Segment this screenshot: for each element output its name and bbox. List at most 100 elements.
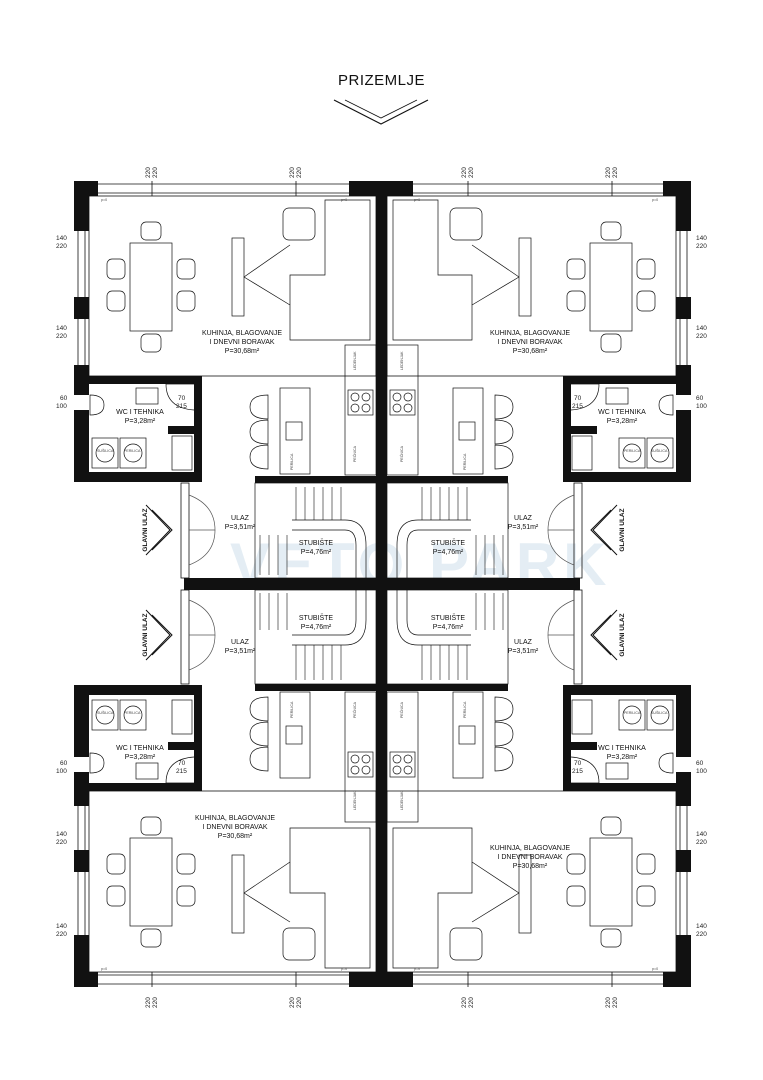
living-label-br: KUHINJA, BLAGOVANJE — [490, 845, 570, 852]
kitchen-units — [249, 344, 514, 823]
dim-l6a: 140 — [56, 923, 67, 930]
dim-bot-4a: 220 — [605, 997, 612, 1008]
stairs-label-tr: STUBIŠTE — [431, 538, 466, 547]
dim-l4b: 100 — [56, 768, 67, 775]
thr-2: p=0 — [341, 198, 347, 202]
wc-label-br: WC I TEHNIKA — [598, 745, 646, 752]
chair — [176, 885, 196, 907]
stairs — [254, 482, 509, 685]
chair — [636, 290, 656, 312]
oven-tl: PEĆNICA — [352, 445, 357, 462]
entry-label-br: ULAZ — [514, 639, 533, 646]
chair — [636, 885, 656, 907]
dim-top-2b: 220 — [296, 167, 303, 178]
main-entry-tl: GLAVNI ULAZ — [142, 508, 149, 551]
door-bl-215: 215 — [176, 768, 187, 775]
chair — [566, 853, 586, 875]
wc-label-bl: WC I TEHNIKA — [116, 745, 164, 752]
title-chevron-inner — [344, 99, 418, 119]
dim-l5a: 140 — [56, 831, 67, 838]
living-sub-tr: I DNEVNI BORAVAK — [497, 339, 562, 346]
door-tl-70: 70 — [178, 395, 186, 402]
chair — [140, 928, 162, 948]
chair — [566, 885, 586, 907]
stairs-label-br: STUBIŠTE — [431, 613, 466, 622]
chair — [140, 333, 162, 353]
stairs-area-tr: P=4,76m² — [433, 549, 464, 556]
living-label-bl: KUHINJA, BLAGOVANJE — [195, 815, 275, 822]
living-sub-tl: I DNEVNI BORAVAK — [209, 339, 274, 346]
wc-area-bl: P=3,28m² — [125, 754, 156, 761]
dim-r4a: 60 — [696, 760, 704, 767]
entry-area-tl: P=3,51m² — [225, 524, 256, 531]
main-entry-bl: GLAVNI ULAZ — [142, 613, 149, 656]
dim-r5a: 140 — [696, 831, 707, 838]
oven-bl: PEĆNICA — [352, 701, 357, 718]
dim-l2a: 140 — [56, 325, 67, 332]
dryer-tl: SUŠILICA — [97, 448, 114, 453]
chair — [106, 258, 126, 280]
chair — [600, 333, 622, 353]
door-tr-215: 215 — [572, 403, 583, 410]
dryer-tr: SUŠILICA — [651, 448, 668, 453]
dim-bot-1b: 220 — [152, 997, 159, 1008]
dim-l1a: 140 — [56, 235, 67, 242]
chairs — [106, 221, 656, 948]
door-br-215: 215 — [572, 768, 583, 775]
fridge-bl: LEDENJAK — [353, 791, 357, 810]
stairs-area-br: P=4,76m² — [433, 624, 464, 631]
living-label-tr: KUHINJA, BLAGOVANJE — [490, 330, 570, 337]
title-chevron — [333, 99, 429, 125]
thr-8: p=0 — [652, 967, 658, 971]
dim-r1a: 140 — [696, 235, 707, 242]
chair — [176, 290, 196, 312]
dim-l3a: 60 — [60, 395, 68, 402]
dryer-br: SUŠILICA — [651, 710, 668, 715]
thr-6: p=0 — [341, 967, 347, 971]
fridge-tl: LEDENJAK — [353, 351, 357, 370]
chair — [566, 258, 586, 280]
dim-top-3a: 220 — [461, 167, 468, 178]
wc-area-tr: P=3,28m² — [607, 418, 638, 425]
chair — [140, 816, 162, 836]
dim-r3b: 100 — [696, 403, 707, 410]
sofas — [231, 199, 532, 969]
dim-bot-1a: 220 — [145, 997, 152, 1008]
oven-tr: PEĆNICA — [399, 445, 404, 462]
entry-arrows — [145, 504, 618, 661]
wc-label-tl: WC I TEHNIKA — [116, 409, 164, 416]
dim-r4b: 100 — [696, 768, 707, 775]
chair — [600, 928, 622, 948]
entry-area-bl: P=3,51m² — [225, 648, 256, 655]
washer-bl: PERILICA — [124, 711, 141, 715]
living-area-br: P=30,68m² — [513, 863, 548, 870]
dim-r5b: 220 — [696, 839, 707, 846]
door-bl-70: 70 — [178, 760, 186, 767]
stair-treads — [259, 487, 504, 680]
thr-4: p=0 — [652, 198, 658, 202]
chair — [600, 816, 622, 836]
appliance-labels: LEDENJAK LEDENJAK LEDENJAK LEDENJAK PEĆN… — [97, 351, 668, 810]
chair — [566, 290, 586, 312]
dim-l2b: 220 — [56, 333, 67, 340]
walls — [74, 181, 691, 987]
dim-r2b: 220 — [696, 333, 707, 340]
inner-lines — [77, 181, 688, 987]
living-sub-br: I DNEVNI BORAVAK — [497, 854, 562, 861]
dim-r6b: 220 — [696, 931, 707, 938]
chair — [106, 290, 126, 312]
dim-top-1b: 220 — [152, 167, 159, 178]
dim-top-4a: 220 — [605, 167, 612, 178]
thr-3: p=0 — [414, 198, 420, 202]
dim-r1b: 220 — [696, 243, 707, 250]
dim-bot-2a: 220 — [289, 997, 296, 1008]
dim-bot-3b: 220 — [468, 997, 475, 1008]
dim-r6a: 140 — [696, 923, 707, 930]
thr-7: p=0 — [414, 967, 420, 971]
living-area-tl: P=30,68m² — [225, 348, 260, 355]
entry-label-bl: ULAZ — [231, 639, 250, 646]
stairs-label-tl: STUBIŠTE — [299, 538, 334, 547]
chair — [176, 258, 196, 280]
oven-br: PEĆNICA — [399, 701, 404, 718]
